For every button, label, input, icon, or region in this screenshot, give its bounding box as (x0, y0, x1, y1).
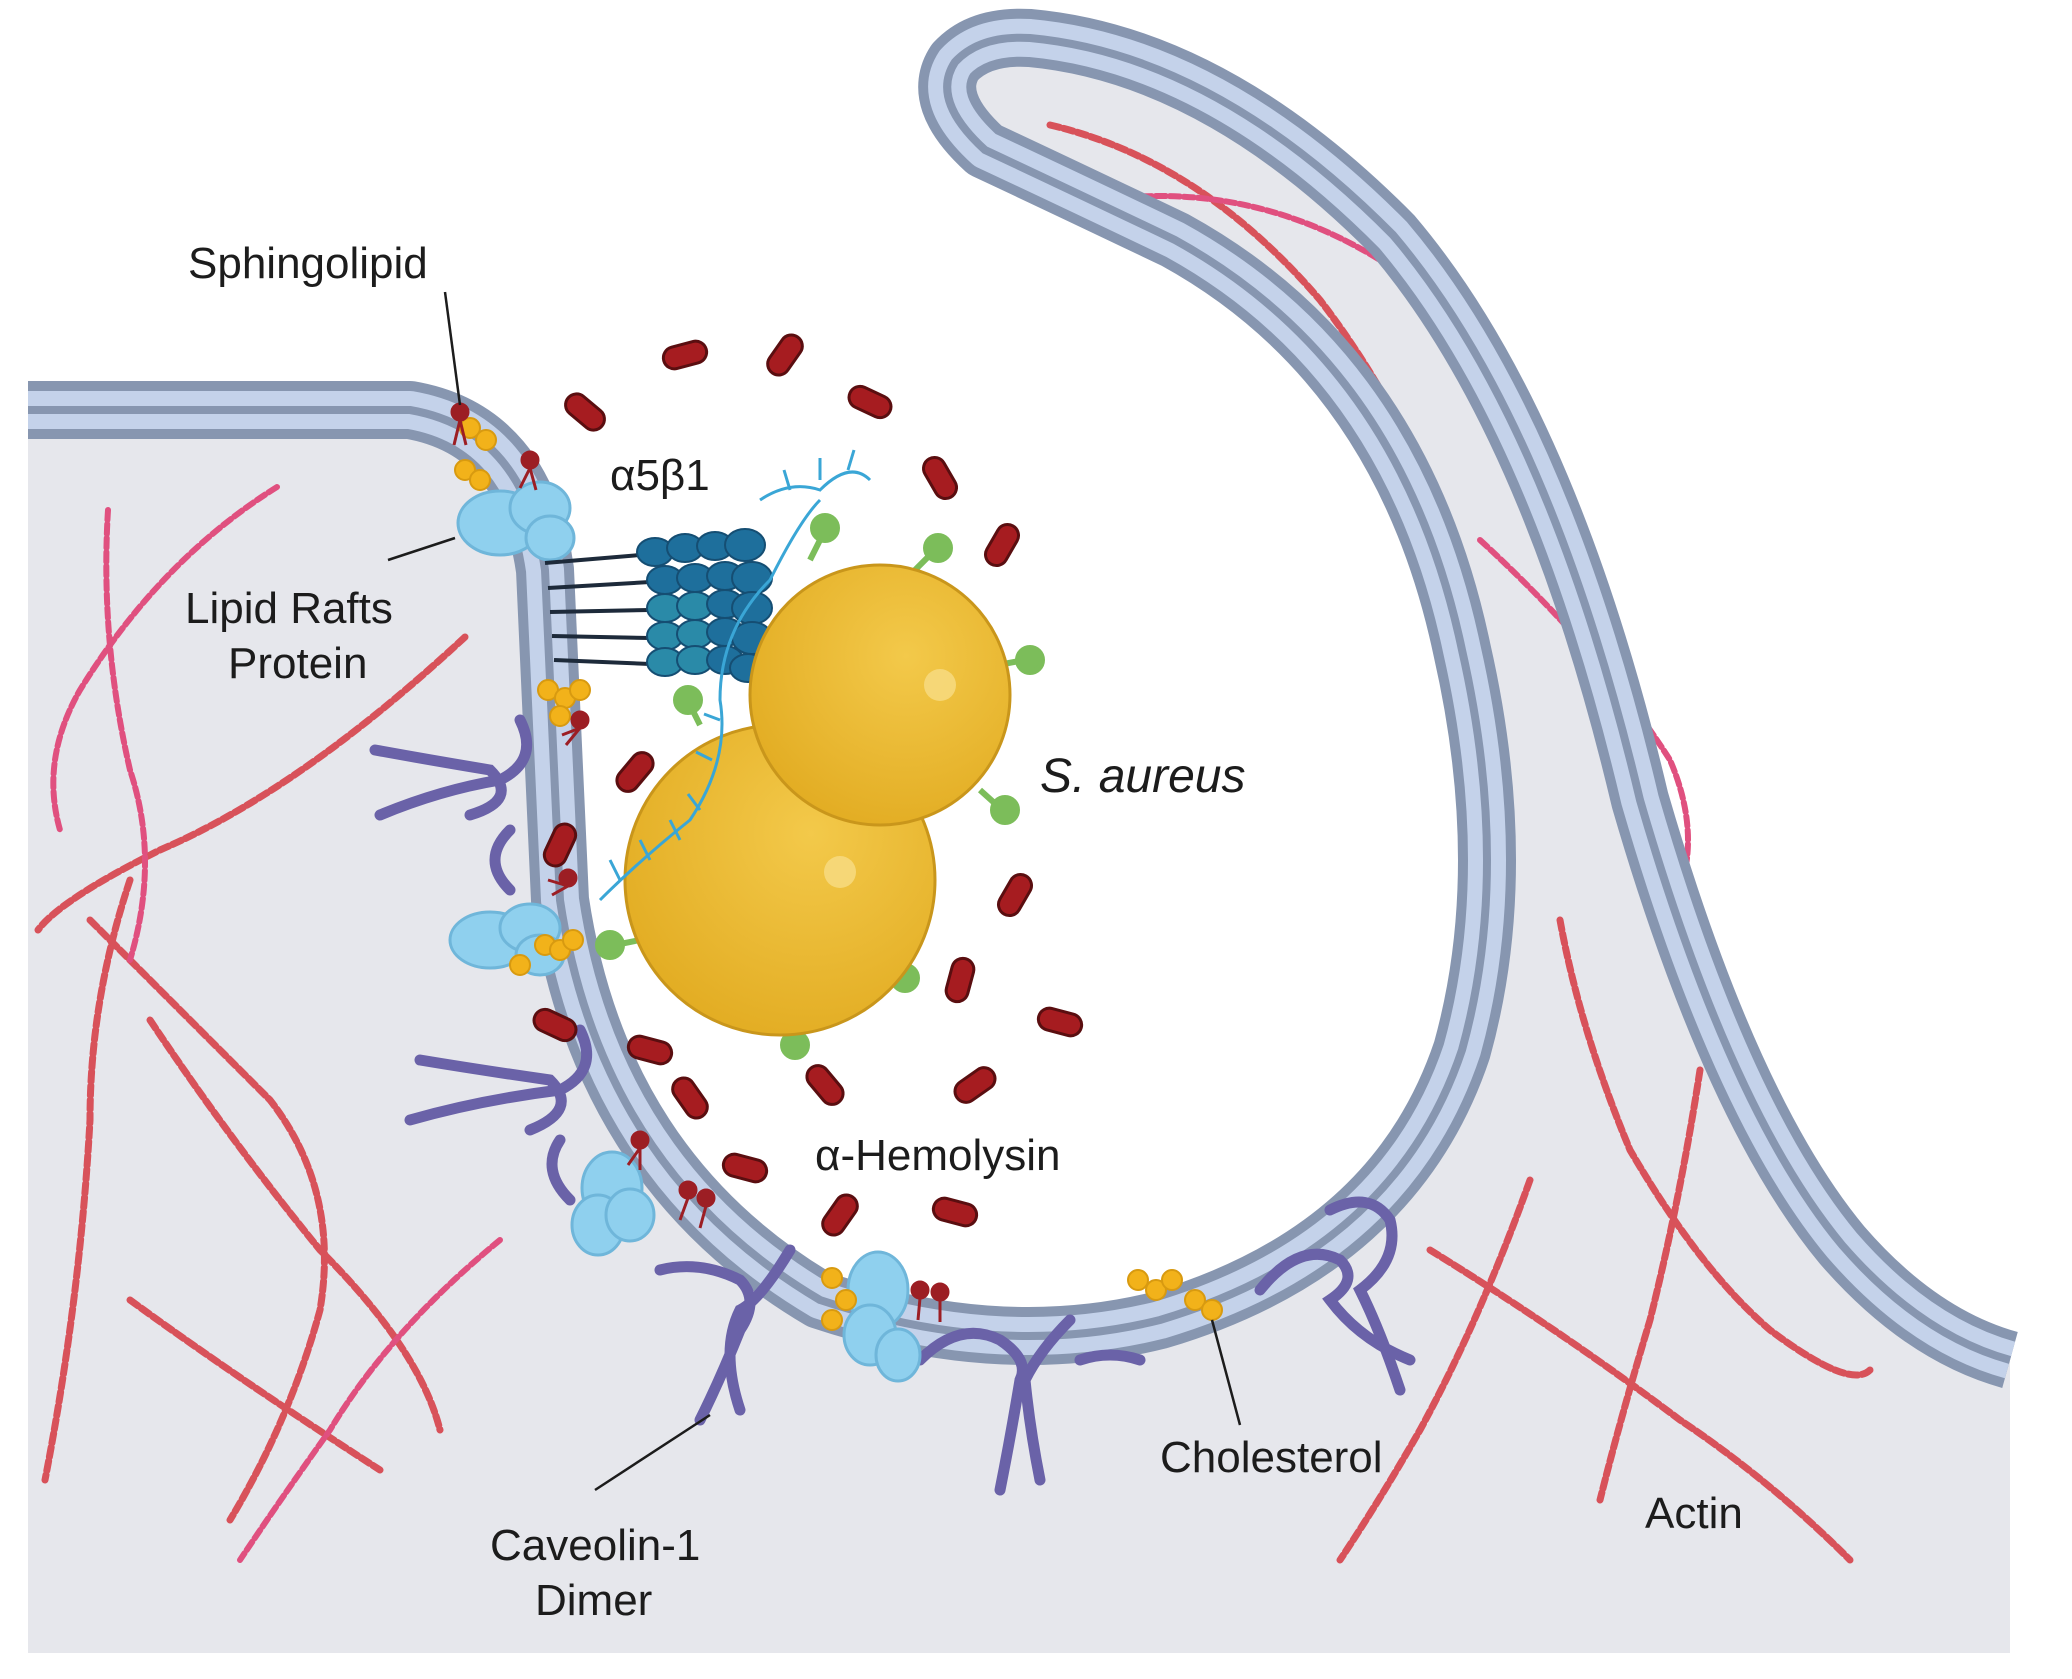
sphingolipid (626, 1130, 650, 1170)
toxin (944, 956, 976, 1004)
actin-filament (146, 1016, 444, 1434)
integrin-stalks (544, 553, 651, 666)
raft-protein (842, 1250, 922, 1383)
label-lipid-rafts-line2: Protein (228, 639, 367, 688)
label-caveolin-line1: Caveolin-1 (490, 1521, 700, 1570)
sphingolipid-leader (443, 291, 462, 406)
caveolin-dimer (914, 1314, 1146, 1496)
label-sphingolipid: Sphingolipid (188, 239, 428, 288)
membrane-midline (28, 33, 2012, 1364)
label-s-aureus: S. aureus (1040, 750, 1245, 803)
fibronectin-strands (598, 449, 872, 902)
toxin (931, 1196, 979, 1228)
toxin (626, 1034, 674, 1066)
toxin (805, 1064, 845, 1106)
integrin-heads (636, 528, 773, 683)
raft-protein (570, 1150, 656, 1257)
actin-filament (1556, 916, 1874, 1379)
caveolin-dimer (1254, 1196, 1416, 1396)
lipid-raft-proteins (448, 480, 922, 1383)
actin-filament (237, 1237, 503, 1563)
s-aureus-bacteria (595, 449, 1045, 1060)
actin-filament (1426, 1246, 1854, 1564)
coccus-highlight (824, 856, 856, 888)
caveolin-dimer (369, 714, 533, 896)
cholesterol (454, 417, 497, 491)
raft-protein (456, 480, 576, 562)
toxin (847, 384, 893, 420)
leader-lines (387, 291, 1242, 1492)
sphingolipids (450, 402, 950, 1322)
cholesterol (821, 1267, 857, 1331)
cholesterol (1127, 1269, 1223, 1321)
label-caveolin-line2: Dimer (535, 1576, 652, 1625)
toxin (1036, 1006, 1084, 1038)
sphingolipid (678, 1180, 716, 1229)
cholesterol-leader (1210, 1319, 1242, 1426)
actin-filament (34, 633, 469, 934)
label-actin: Actin (1645, 1489, 1743, 1538)
labels: Sphingolipid α5β1 Lipid Rafts Protein S.… (185, 239, 1743, 1625)
caveolin-dimer (654, 1244, 796, 1426)
cholesterol (537, 679, 591, 727)
alpha-hemolysin-toxins (532, 333, 1084, 1237)
actin-filament (1596, 1066, 1704, 1504)
toxin (532, 1007, 578, 1043)
sphingolipid (518, 450, 540, 491)
toxin (671, 1076, 709, 1120)
coccus-highlight (924, 669, 956, 701)
sphingolipid (561, 710, 590, 746)
toxin (721, 1152, 769, 1184)
toxin (661, 339, 709, 371)
integrin-a5b1 (544, 528, 773, 683)
actin-filament (103, 507, 148, 963)
plasma-membrane (28, 8, 2019, 1388)
caveolin-dimer (404, 1024, 593, 1206)
cholesterol-molecules (454, 417, 1223, 1331)
caveolin-leader (594, 1413, 711, 1492)
sphingolipid (547, 868, 578, 897)
toxin (922, 455, 958, 501)
toxin (542, 822, 578, 868)
actin-filament (126, 1296, 384, 1474)
actin-filament (41, 876, 134, 1484)
label-lipid-rafts-line1: Lipid Rafts (185, 584, 393, 633)
cholesterol (509, 929, 584, 976)
caveolin-dimers (369, 714, 1416, 1496)
actin-filament (50, 484, 280, 833)
toxin (821, 1193, 859, 1237)
coccus-upper (748, 563, 1012, 827)
toxin (984, 522, 1020, 568)
toxin (766, 333, 804, 377)
actin-filament (86, 916, 328, 1524)
label-cholesterol: Cholesterol (1160, 1433, 1383, 1482)
toxin (953, 1066, 997, 1104)
toxin (997, 872, 1033, 918)
sphingolipid (450, 402, 470, 446)
toxin (615, 751, 655, 793)
sphingolipid (910, 1280, 950, 1322)
label-integrin: α5β1 (610, 451, 710, 500)
actin-filament (1336, 1176, 1534, 1564)
raft-protein-leader (387, 536, 456, 562)
toxin (564, 392, 606, 432)
label-hemolysin: α-Hemolysin (815, 1131, 1060, 1180)
